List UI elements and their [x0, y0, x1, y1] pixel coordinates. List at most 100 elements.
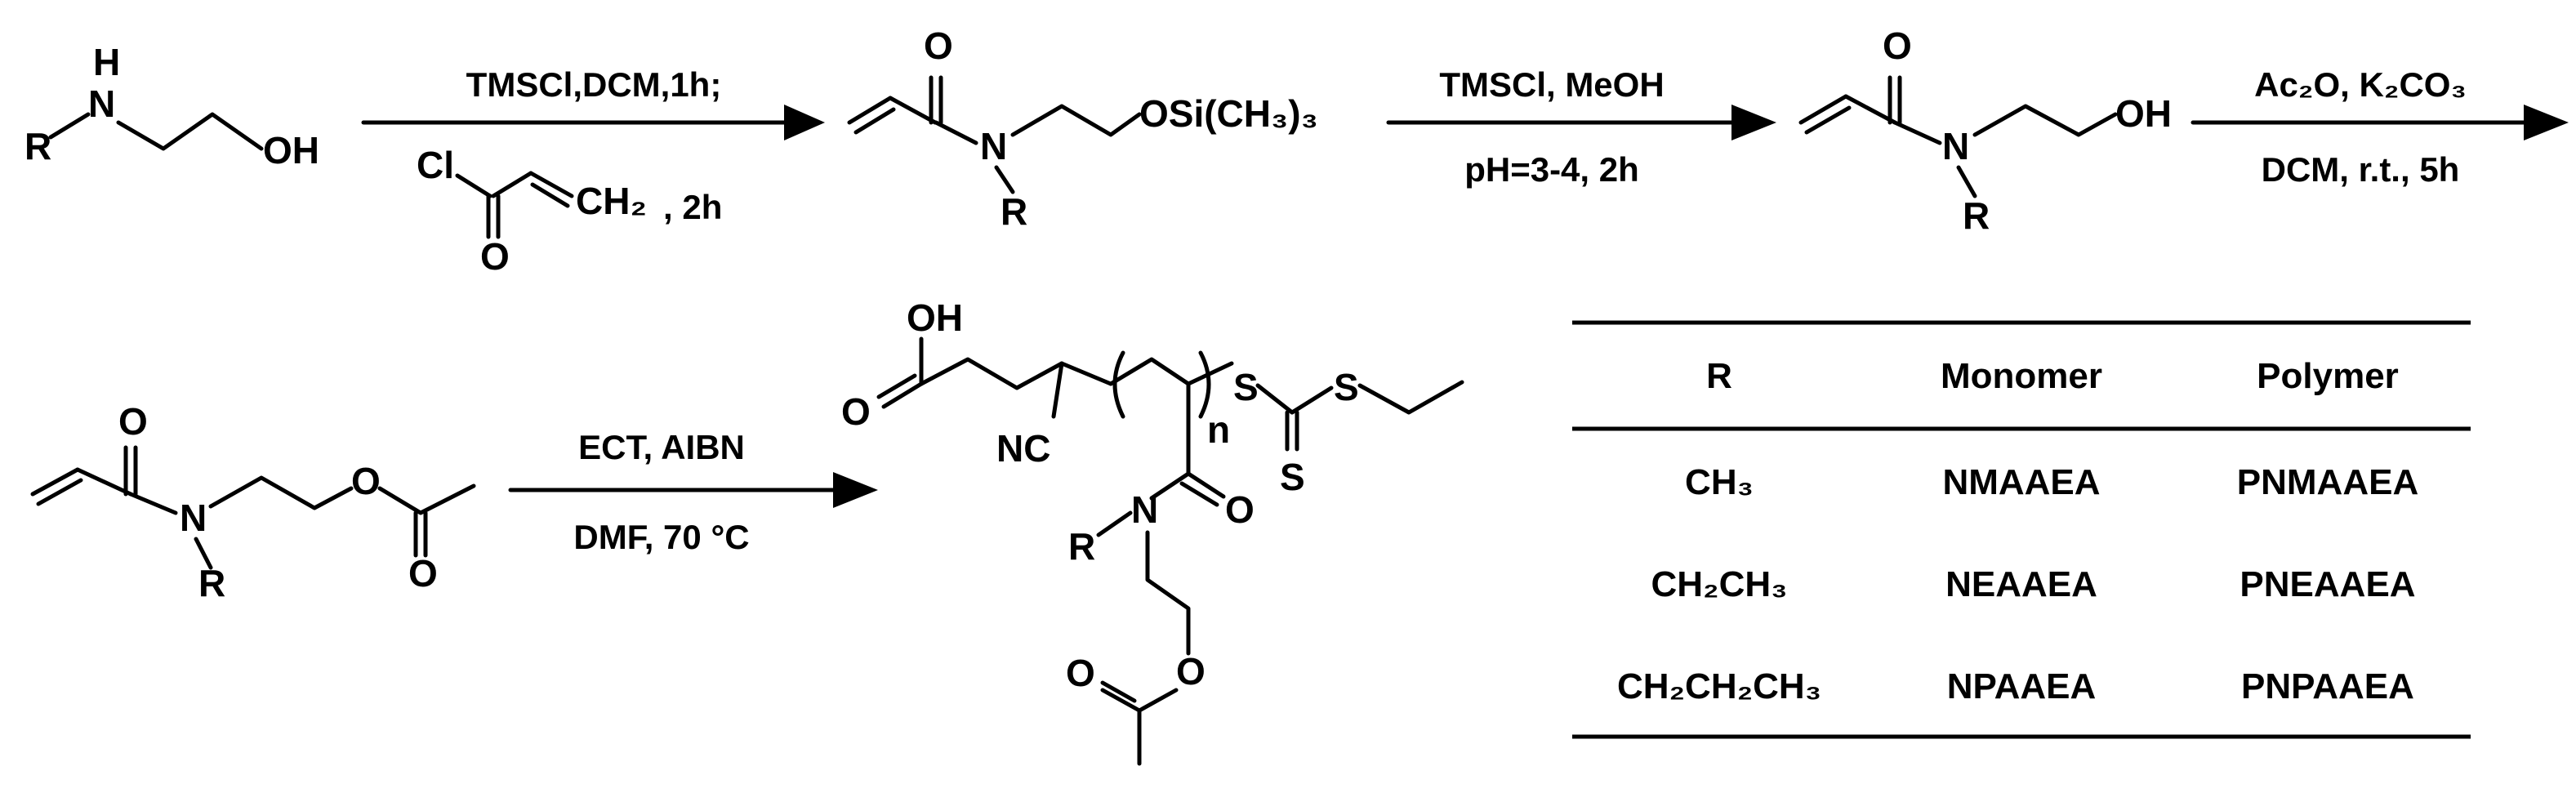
- atom-ch2: CH₂: [576, 180, 647, 222]
- bond: [994, 165, 1015, 194]
- table-cell-polymer: PNMAAEA: [2237, 462, 2418, 502]
- arrow-step4: ECT, AIBN DMF, 70 °C: [508, 428, 878, 556]
- atom-n: N: [1131, 488, 1158, 531]
- bond: [1096, 510, 1133, 537]
- bond: [1100, 680, 1137, 703]
- atom-osi: OSi(CH₃)₃: [1139, 92, 1318, 135]
- atom-r: R: [1963, 194, 1990, 237]
- atom-n: N: [88, 82, 115, 125]
- step3-conditions-bottom: DCM, r.t., 5h: [2262, 150, 2460, 189]
- atom-n: N: [1942, 125, 1969, 167]
- substituent-table: R Monomer Polymer CH₃ NMAAEA PNMAAEA CH₂…: [1572, 320, 2471, 739]
- step1-time: , 2h: [663, 188, 722, 226]
- bond: [1843, 94, 1897, 125]
- bond-chain: [919, 357, 1064, 390]
- bond: [1255, 383, 1295, 415]
- bond: [194, 537, 213, 570]
- atom-s: S: [1280, 456, 1305, 498]
- atom-n-subscript: n: [1207, 408, 1230, 451]
- bond: [48, 112, 91, 140]
- bond: [1149, 471, 1191, 501]
- arrow-step2: TMSCl, MeOH pH=3-4, 2h: [1386, 65, 1776, 189]
- atom-r: R: [1001, 190, 1027, 233]
- table-cell-monomer: NMAAEA: [1942, 462, 2100, 502]
- bond: [1186, 361, 1234, 386]
- compound-hydroxy-acrylamide: O N R OH: [1798, 25, 2172, 237]
- bond: [888, 96, 938, 125]
- compound-monomer: O N R O O: [30, 400, 476, 604]
- atom-r: R: [25, 125, 51, 167]
- atom-o: O: [924, 25, 953, 67]
- bond: [75, 467, 133, 497]
- atom-o: O: [1066, 652, 1095, 694]
- atom-oh: OH: [2115, 92, 2172, 135]
- bond: [1051, 361, 1064, 419]
- arrow-step3: Ac₂O, K₂CO₃ DCM, r.t., 5h: [2190, 65, 2569, 189]
- bond-chain: [208, 475, 354, 510]
- bond: [528, 171, 574, 198]
- table-cell-polymer: PNEAAEA: [2240, 564, 2415, 604]
- bond: [1108, 357, 1191, 386]
- atom-o: O: [841, 390, 871, 433]
- bond: [377, 483, 476, 515]
- atom-o: O: [1225, 488, 1255, 531]
- bond: [1179, 481, 1219, 507]
- bracket-right: [1198, 350, 1211, 419]
- atom-o: O: [118, 400, 148, 443]
- atom-h: H: [93, 41, 120, 83]
- atom-o: O: [408, 552, 438, 595]
- step4-conditions-bottom: DMF, 70 °C: [573, 518, 749, 556]
- bond: [1137, 688, 1179, 713]
- table-cell-polymer: PNPAAEA: [2241, 666, 2414, 706]
- table-cell-r: CH₂CH₂CH₃: [1617, 666, 1821, 706]
- bond: [934, 120, 978, 145]
- atom-o: O: [351, 460, 381, 502]
- table-header-r: R: [1706, 356, 1732, 396]
- atom-s: S: [1334, 366, 1359, 408]
- bond: [1956, 165, 1977, 198]
- bond: [1059, 361, 1113, 386]
- atom-o: O: [1883, 25, 1912, 67]
- bracket-left: [1112, 350, 1125, 419]
- bond: [881, 381, 924, 409]
- table-cell-r: CH₃: [1685, 462, 1754, 502]
- atom-nc: NC: [996, 427, 1050, 470]
- bond: [455, 173, 492, 198]
- table-header-polymer: Polymer: [2257, 356, 2399, 396]
- bond: [128, 492, 178, 515]
- bond: [1100, 688, 1142, 713]
- atom-r: R: [1068, 525, 1095, 568]
- step2-conditions-bottom: pH=3-4, 2h: [1464, 150, 1639, 189]
- step4-conditions-top: ECT, AIBN: [578, 428, 745, 466]
- table-cell-monomer: NEAAEA: [1945, 564, 2097, 604]
- bond: [30, 467, 80, 497]
- bond: [1186, 471, 1226, 499]
- bond: [1798, 94, 1848, 125]
- atom-o: O: [1176, 650, 1206, 693]
- bond: [1892, 120, 1942, 145]
- bond-chain: [116, 112, 264, 151]
- step3-conditions-top: Ac₂O, K₂CO₃: [2254, 65, 2467, 104]
- atom-oh: OH: [907, 296, 963, 339]
- atom-cl: Cl: [417, 144, 454, 186]
- bond: [876, 373, 917, 399]
- atom-o: O: [480, 235, 510, 278]
- reagent-acryloyl-chloride: Cl O CH₂ , 2h: [417, 144, 722, 278]
- compound-aminoethanol: R N H OH: [25, 41, 319, 172]
- table-cell-r: CH₂CH₃: [1651, 564, 1788, 604]
- table-header-monomer: Monomer: [1941, 356, 2102, 396]
- compound-polymer: OH O NC n S S S O N R O O: [841, 296, 1464, 766]
- bond-chain: [1972, 104, 2118, 137]
- bond: [1804, 105, 1852, 135]
- bond: [1357, 380, 1464, 415]
- step2-conditions-top: TMSCl, MeOH: [1439, 65, 1664, 104]
- bond-chain: [1145, 530, 1191, 656]
- atom-n: N: [180, 497, 207, 539]
- table-cell-monomer: NPAAEA: [1947, 666, 2097, 706]
- bond: [36, 478, 83, 506]
- compound-tms-acrylamide: O N R OSi(CH₃)₃: [847, 25, 1318, 233]
- bond: [491, 171, 533, 198]
- bond-chain: [1010, 104, 1142, 137]
- bond: [530, 182, 570, 208]
